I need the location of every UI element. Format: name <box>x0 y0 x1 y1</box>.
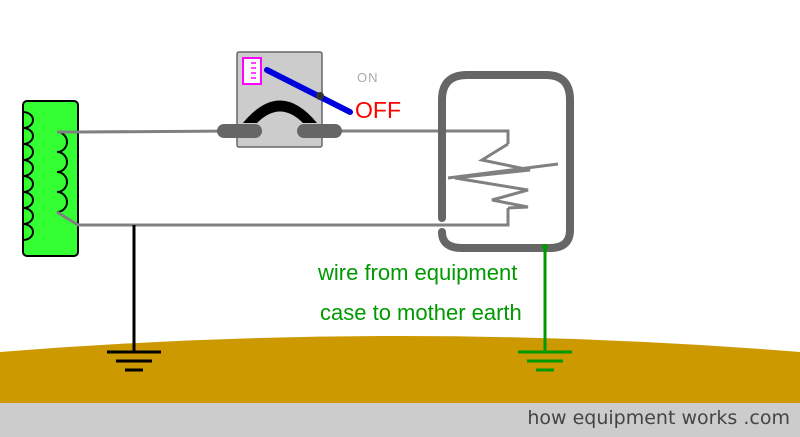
heating-element <box>454 142 531 210</box>
switch-indicator <box>242 57 262 85</box>
circuit-wires <box>56 129 559 227</box>
neutral-wire <box>56 208 510 227</box>
switch-pivot <box>316 92 324 100</box>
switch-off-label: OFF <box>355 97 401 123</box>
annotation-line-1: wire from equipment <box>317 260 517 285</box>
case-ground-connection <box>542 244 548 250</box>
transformer-ground-symbol <box>107 350 161 372</box>
live-wire-left <box>57 129 239 134</box>
annotation-line-2: case to mother earth <box>320 300 522 325</box>
switch-on-label: ON <box>357 70 379 85</box>
case-ground-symbol <box>518 350 572 372</box>
equipment-case <box>438 71 574 252</box>
transformer-coil-right <box>56 131 68 213</box>
element-line <box>447 162 559 180</box>
transformer-coil-left <box>22 111 34 241</box>
switch-lever[interactable] <box>264 67 353 115</box>
live-wire-right <box>322 129 510 144</box>
footer-credit: how equipment works .com <box>527 407 790 429</box>
earth-ground <box>0 336 800 403</box>
case-outline <box>438 71 574 252</box>
switch[interactable] <box>217 51 353 148</box>
switch-indicator-mark <box>251 62 256 79</box>
switch-arc <box>243 100 317 123</box>
transformer <box>22 100 79 257</box>
footer-bar: how equipment works .com <box>0 403 800 437</box>
